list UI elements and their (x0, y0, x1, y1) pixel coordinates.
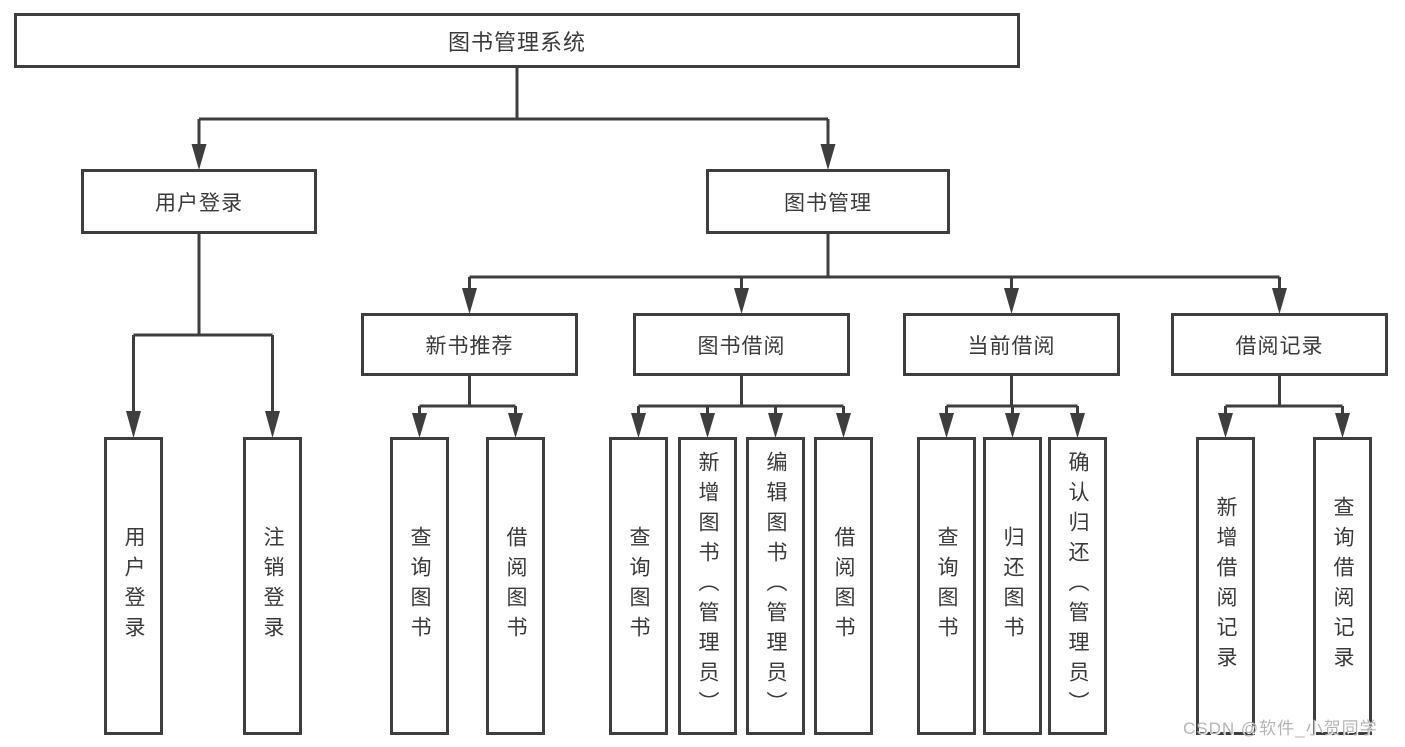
node-label: 新增借阅记录 (1214, 496, 1237, 676)
node-label: 查询借阅记录 (1331, 496, 1354, 676)
csdn-watermark: CSDN @软件_小贺同学 (1183, 719, 1378, 738)
node-label: 当前借阅 (967, 334, 1056, 358)
leaf-current-confirm-return-admin: 确认归还（管理员） (1048, 437, 1107, 735)
leaf-records-query-record: 查询借阅记录 (1313, 437, 1372, 735)
leaf-current-query-books: 查询图书 (917, 437, 976, 735)
node-label: 借阅记录 (1235, 334, 1324, 358)
node-new-book-recommendation: 新书推荐 (361, 313, 578, 376)
node-book-borrowing: 图书借阅 (633, 313, 850, 376)
leaf-records-add-record: 新增借阅记录 (1196, 437, 1255, 735)
node-label: 借阅图书 (832, 526, 855, 646)
connector-borrowing-records-group (1218, 376, 1350, 438)
node-label: 图书管理 (784, 191, 872, 215)
node-user-login: 用户登录 (81, 169, 317, 234)
node-label: 归还图书 (1001, 526, 1024, 646)
connector-book-management-group (462, 234, 1287, 314)
leaf-user-login: 用户登录 (104, 437, 163, 735)
leaf-recommend-borrow-books: 借阅图书 (486, 437, 545, 735)
connector-new-book-group (412, 376, 523, 438)
node-book-management: 图书管理 (706, 169, 950, 234)
leaf-borrowing-edit-books-admin: 编辑图书（管理员） (746, 437, 805, 735)
node-label: 编辑图书（管理员） (764, 451, 787, 721)
node-label: 图书借阅 (697, 334, 786, 358)
node-label: 查询图书 (627, 526, 650, 646)
node-label: 借阅图书 (504, 526, 527, 646)
node-label: 图书管理系统 (447, 29, 586, 55)
node-label: 用户登录 (122, 526, 145, 646)
node-label: 注销登录 (261, 526, 284, 646)
node-label: 查询图书 (935, 526, 958, 646)
leaf-borrowing-add-books-admin: 新增图书（管理员） (678, 437, 737, 735)
node-library-management-system: 图书管理系统 (14, 13, 1020, 68)
node-label: 确认归还（管理员） (1066, 451, 1089, 721)
leaf-current-return-books: 归还图书 (983, 437, 1042, 735)
node-current-borrowing: 当前借阅 (903, 313, 1120, 376)
leaf-borrowing-borrow-books: 借阅图书 (814, 437, 873, 735)
connector-user-login-group (126, 234, 280, 438)
leaf-borrowing-query-books: 查询图书 (609, 437, 668, 735)
connector-root-to-level2 (191, 68, 836, 170)
leaf-logout: 注销登录 (243, 437, 302, 735)
connector-book-borrowing-group (631, 376, 851, 438)
node-label: 用户登录 (155, 191, 243, 215)
node-label: 新增图书（管理员） (696, 451, 719, 721)
connector-current-borrowing-group (939, 376, 1085, 438)
node-label: 新书推荐 (425, 334, 514, 358)
node-label: 查询图书 (408, 526, 431, 646)
leaf-recommend-query-books: 查询图书 (390, 437, 449, 735)
node-borrowing-records: 借阅记录 (1171, 313, 1388, 376)
